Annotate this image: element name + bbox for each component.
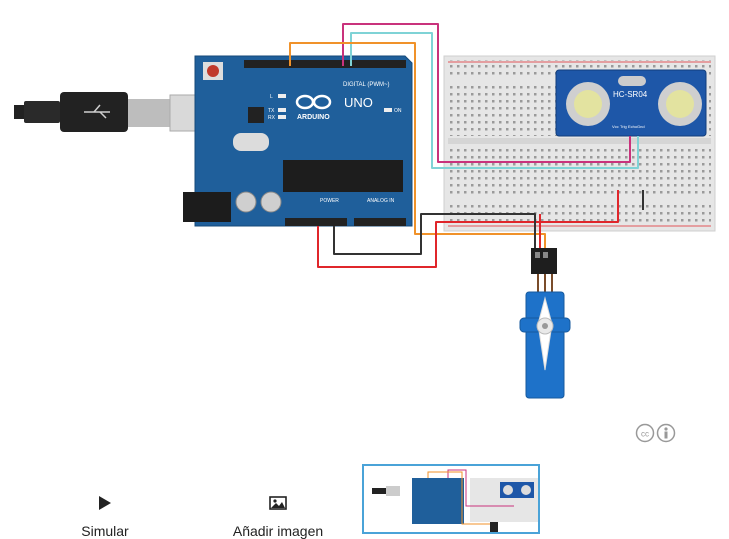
image-icon <box>218 495 338 515</box>
sensor-pin-vcc: Vcc <box>612 124 619 129</box>
simulate-button[interactable]: Simular <box>60 495 150 539</box>
ultrasonic-sensor[interactable]: HC-SR04 Vcc Trig Echo Gnd <box>555 69 707 137</box>
crystal-oscillator <box>233 133 269 151</box>
sensor-model-label: HC-SR04 <box>613 90 648 99</box>
creative-commons-license[interactable]: cc <box>634 422 678 444</box>
microcontroller-chip <box>283 160 403 192</box>
circuit-thumbnail[interactable] <box>362 464 540 534</box>
analog-pin-header[interactable] <box>354 218 406 226</box>
circuit-canvas[interactable]: DIGITAL (PWM~) ARDUINO UNO L TX RX ON PO… <box>0 0 729 455</box>
usb-icon <box>84 104 110 119</box>
bottom-toolbar: Simular Añadir imagen <box>0 455 729 539</box>
digital-header-label: DIGITAL (PWM~) <box>343 82 390 88</box>
analog-header-label: ANALOG IN <box>367 198 395 204</box>
arduino-logo <box>295 94 332 110</box>
capacitor <box>235 191 257 213</box>
arduino-brand-text: ARDUINO <box>297 114 330 121</box>
wire-orange[interactable] <box>289 42 546 250</box>
simulate-label: Simular <box>81 523 129 539</box>
sensor-pin-echo: Echo <box>628 124 638 129</box>
svg-text:cc: cc <box>641 430 649 439</box>
wire-black[interactable] <box>333 213 536 255</box>
add-image-label: Añadir imagen <box>232 523 324 539</box>
circuit-thumbnail-preview <box>372 469 538 532</box>
add-image-button[interactable]: Añadir imagen <box>218 495 338 539</box>
wire-red[interactable] <box>317 190 619 268</box>
digital-pin-header[interactable] <box>244 60 406 68</box>
capacitor <box>260 191 282 213</box>
sensor-pin-trig: Trig <box>620 124 627 129</box>
play-icon <box>60 495 150 515</box>
board-model-text: UNO <box>344 95 373 110</box>
wire-magenta[interactable] <box>342 23 631 163</box>
creative-commons-by-icon: cc <box>635 423 676 443</box>
wire-cyan[interactable] <box>350 32 639 169</box>
led-rx-label: RX <box>268 115 276 121</box>
reset-button[interactable] <box>207 65 219 77</box>
usb-chip <box>248 107 264 123</box>
led-tx-label: TX <box>268 108 275 114</box>
led-l-label: L <box>270 94 273 100</box>
sensor-pin-gnd: Gnd <box>637 124 645 129</box>
power-header-label: POWER <box>320 198 339 204</box>
led-on-label: ON <box>394 108 402 114</box>
usb-cable[interactable] <box>14 92 197 132</box>
arduino-uno-board[interactable]: DIGITAL (PWM~) ARDUINO UNO L TX RX ON PO… <box>183 55 413 227</box>
power-jack[interactable] <box>183 192 231 222</box>
power-pin-header[interactable] <box>285 218 347 226</box>
servo-motor[interactable] <box>519 248 571 399</box>
